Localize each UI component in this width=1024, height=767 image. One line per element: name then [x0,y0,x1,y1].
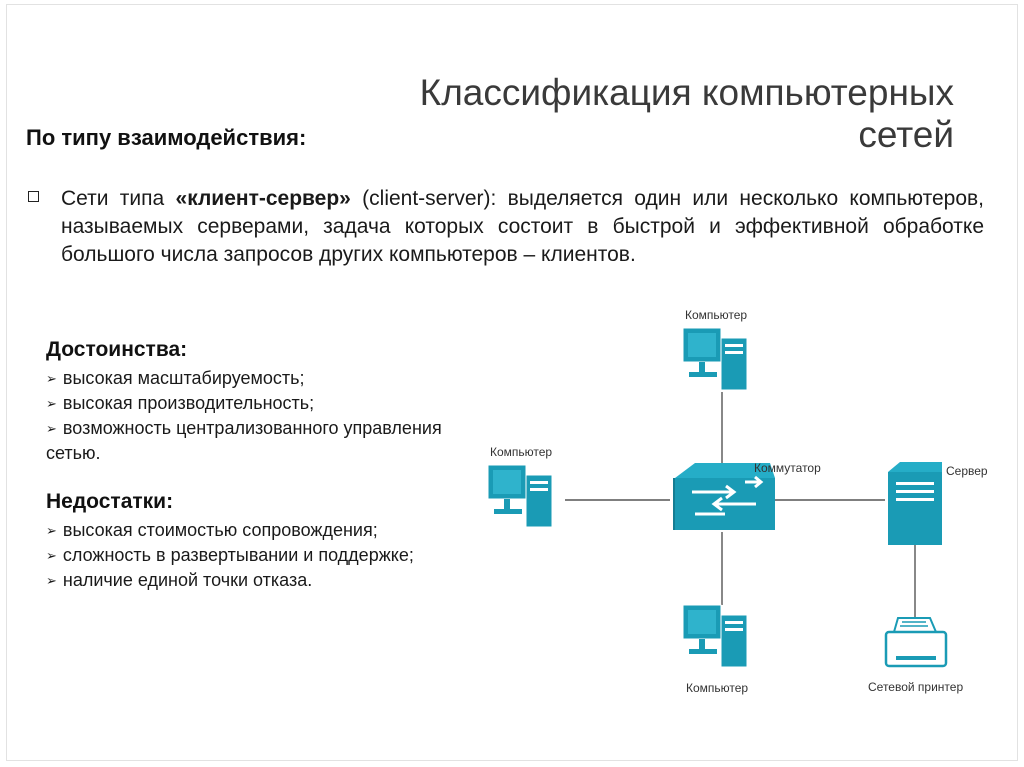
printer-label: Сетевой принтер [868,680,963,694]
server-icon [888,462,942,545]
list-item: ➢сложность в развертывании и поддержке; [46,545,414,565]
list-item: ➢наличие единой точки отказа. [46,570,313,590]
arrow-bullet-icon: ➢ [46,573,57,588]
slide-subtitle: По типу взаимодействия: [26,125,307,150]
checkbox-bullet-icon [28,191,39,202]
list-item: ➢высокая стоимостью сопровождения; [46,520,378,540]
computer-left-label: Компьютер [490,445,552,459]
connection-lines [565,392,916,618]
computer-top-icon [682,327,748,391]
main-bullet-text: Сети типа «клиент-сервер» (client-server… [61,187,984,266]
arrow-bullet-icon: ➢ [46,371,57,386]
list-item: ➢высокая производительность; [46,393,315,413]
switch-label: Коммутатор [754,461,821,475]
slide-title: Классификация компьютерных сетей [419,72,954,155]
cons-heading: Недостатки: [46,490,174,513]
printer-icon [884,617,948,668]
computer-bottom-icon [682,604,748,668]
switch-icon [673,463,775,530]
main-bullet: Сети типа «клиент-сервер» (client-server… [28,185,984,269]
computer-left-icon [487,464,553,528]
slide-frame [6,4,1018,761]
computer-top-label: Компьютер [685,308,747,322]
arrow-bullet-icon: ➢ [46,421,57,436]
client-server-term: «клиент-сервер» [175,187,351,210]
pros-list: ➢высокая масштабируемость; ➢высокая прои… [46,366,486,465]
pros-heading: Достоинства: [46,338,188,361]
cons-list: ➢высокая стоимостью сопровождения; ➢слож… [46,518,486,593]
list-item: ➢возможность централизованного управлени… [46,418,442,463]
arrow-bullet-icon: ➢ [46,396,57,411]
pros-section: Достоинства: ➢высокая масштабируемость; … [46,338,486,465]
arrow-bullet-icon: ➢ [46,548,57,563]
cons-section: Недостатки: ➢высокая стоимостью сопровож… [46,490,486,593]
arrow-bullet-icon: ➢ [46,523,57,538]
list-item: ➢высокая масштабируемость; [46,368,305,388]
computer-bottom-label: Компьютер [686,681,748,695]
server-label: Сервер [946,464,988,478]
network-diagram: Компьютер Компьютер Коммутатор Сервер [487,308,988,695]
